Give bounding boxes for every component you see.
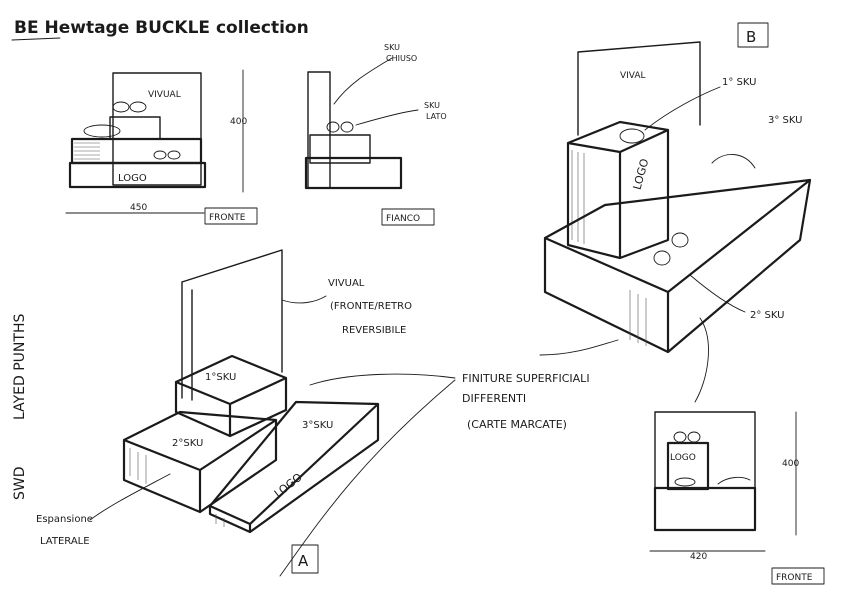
front-glasses-3 — [153, 150, 167, 160]
sketch-c-outline — [654, 411, 756, 531]
front-hatching — [74, 142, 100, 160]
sketch-a-base-block — [208, 400, 380, 534]
sketch-b: B VIVAL LOGO 1° SKU 3° SKU 2° SKU — [543, 22, 812, 354]
sketch-b-sku3: 3° SKU — [768, 115, 803, 126]
side-sku-chiuso-2: CHIUSO — [386, 54, 417, 63]
sketch-b-badge — [737, 22, 769, 48]
front-view-sketch: VIVUAL LOGO 400 450 FRONTE — [65, 69, 258, 225]
front-view-label: FRONTE — [209, 213, 246, 223]
sketch-a-espansione-1: Espansione — [36, 514, 93, 525]
side-glasses-2 — [340, 121, 354, 133]
sketch-b-tower-hatch — [571, 150, 585, 244]
sketch-c-buckle — [717, 476, 751, 485]
sketch-a-vival-leader — [281, 295, 327, 304]
side-view-label: FIANCO — [386, 214, 420, 224]
sketch-c-connector — [694, 317, 709, 403]
finishes-note-1: FINITURE SUPERFICIALI — [462, 372, 590, 385]
sketch-a-middle-block — [122, 410, 278, 514]
front-glasses-2 — [129, 101, 147, 113]
sketch-a-sku2: 2°SKU — [172, 438, 203, 449]
sketch-a-sku3: 3°SKU — [302, 420, 333, 431]
sketch-a-vival-2: (FRONTE/RETRO — [330, 301, 412, 312]
sketch-a: VIVUAL (FRONTE/RETRO REVERSIBILE 1°SKU 2… — [36, 249, 456, 577]
sketch-b-sku3-product — [711, 154, 756, 169]
side-sku-lato-1: SKU — [424, 101, 440, 110]
vertical-labels: LAYED PUNTHS SWD — [12, 314, 28, 500]
side-leader-lato — [355, 109, 419, 126]
sketch-a-espansione-leader — [89, 473, 171, 521]
front-buckle-shape — [83, 124, 121, 138]
sketch-a-sku1: 1°SKU — [205, 372, 236, 383]
side-sku-chiuso-1: SKU — [384, 43, 400, 52]
side-sku-lato-2: LATO — [426, 112, 447, 121]
sketch-c: LOGO 400 420 FRONTE — [649, 317, 825, 585]
sketch-b-sku2-leader — [689, 274, 746, 313]
sketch-c-width-dim: 420 — [690, 552, 707, 562]
sketch-b-tower — [566, 120, 670, 260]
sketch-b-sku2-product-1 — [653, 250, 671, 266]
finishes-note-3: (CARTE MARCATE) — [467, 418, 567, 431]
sketch-a-hatching — [129, 448, 225, 527]
front-logo-label: LOGO — [118, 173, 147, 184]
side-base-block — [304, 156, 403, 190]
sketch-c-view-tag — [771, 567, 825, 585]
front-view-tag — [204, 207, 258, 225]
title-underline — [11, 37, 61, 41]
finishes-note-leader — [539, 339, 619, 356]
sketch-c-base-block — [653, 486, 757, 532]
side-view-sketch: SKU CHIUSO SKU LATO FIANCO — [304, 43, 447, 226]
finishes-note-2: DIFFERENTI — [462, 392, 526, 405]
sketch-b-sku1-product — [619, 128, 645, 144]
sketch-b-base-hatch — [629, 290, 647, 346]
side-glasses-1 — [326, 121, 340, 133]
front-base-block — [68, 161, 207, 189]
sketch-a-badge — [291, 544, 319, 574]
sketch-c-product — [674, 477, 696, 487]
front-height-dim: 400 — [230, 117, 247, 127]
front-glasses-4 — [167, 150, 181, 160]
sketch-b-sku2: 2° SKU — [750, 310, 785, 321]
sketch-b-sku1: 1° SKU — [722, 77, 757, 88]
front-width-dim: 450 — [130, 203, 147, 213]
sketch-c-glasses-1 — [673, 431, 687, 443]
side-label-top: LAYED PUNTHS — [12, 314, 28, 420]
sketch-c-height-dim: 400 — [782, 459, 799, 469]
sketch-b-sku2-product-2 — [671, 232, 689, 248]
sketch-b-vival-label: VIVAL — [620, 71, 646, 81]
sketch-c-view-label: FRONTE — [776, 573, 813, 583]
front-vival-panel — [112, 72, 202, 186]
sketch-a-vival-3: REVERSIBILE — [342, 325, 406, 336]
sketch-c-logo: LOGO — [670, 453, 696, 463]
side-vival-panel — [307, 71, 331, 189]
sheet-title: BE Hewtage BUCKLE collection — [14, 18, 309, 38]
sketch-a-finish-leader — [309, 373, 456, 386]
sketch-c-upper-block — [666, 441, 710, 491]
sketch-b-badge-text: B — [746, 28, 756, 46]
side-view-tag — [381, 208, 435, 226]
sketch-b-sku1-leader — [644, 86, 721, 131]
sketch-b-vival-panel — [577, 41, 701, 136]
sketch-a-espansione-2: LATERALE — [40, 536, 90, 547]
front-vival-label: VIVUAL — [148, 90, 181, 100]
sketch-b-base — [543, 178, 812, 354]
sketch-a-vival-1: VIVUAL — [328, 278, 365, 289]
sketch-a-badge-text: A — [298, 552, 309, 570]
side-upper-block — [309, 134, 371, 164]
sketch-a-top-block — [174, 354, 288, 438]
side-leader-chiuso — [333, 57, 393, 105]
side-label-bottom: SWD — [12, 466, 28, 500]
finishes-note: FINITURE SUPERFICIALI DIFFERENTI (CARTE … — [462, 339, 619, 431]
sketch-c-glasses-2 — [687, 431, 701, 443]
sketch-b-logo: LOGO — [631, 157, 652, 191]
sketch-a-expansion-curve — [279, 379, 456, 577]
front-glasses-1 — [112, 101, 130, 113]
